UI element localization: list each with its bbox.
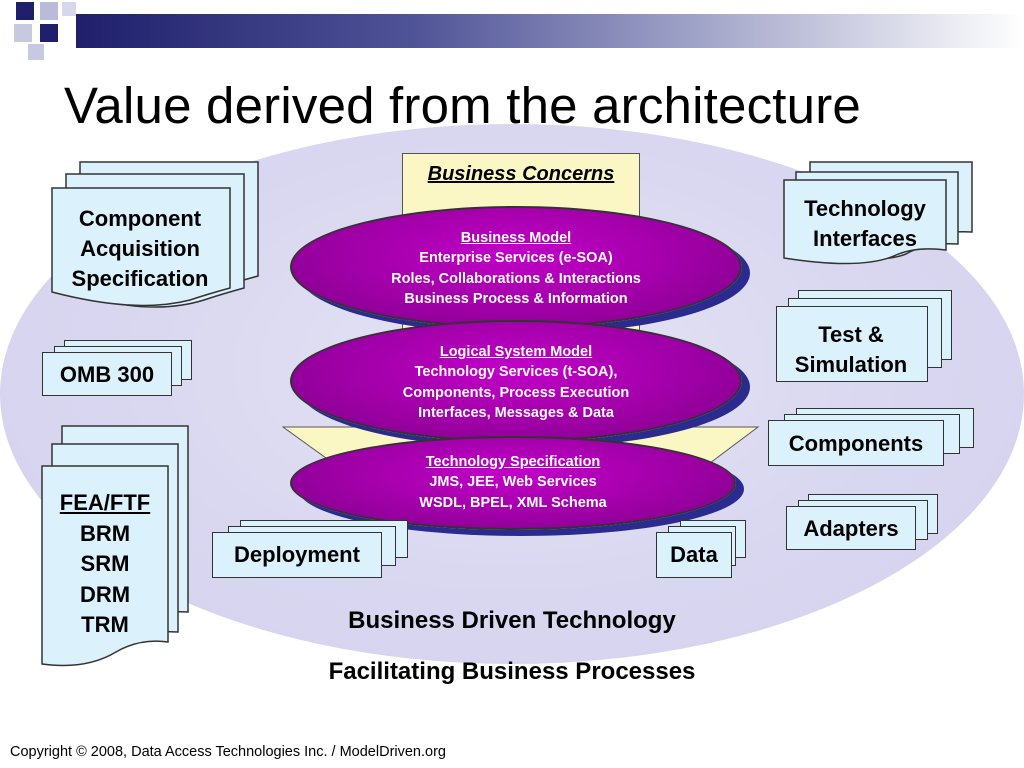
label-line: Acquisition <box>80 236 200 261</box>
label-line: Simulation <box>794 352 908 377</box>
logical-system-model-line: Interfaces, Messages & Data <box>418 405 614 421</box>
technology-interfaces-label: Technology Interfaces <box>784 194 946 254</box>
business-model-line: Roles, Collaborations & Interactions <box>391 270 641 287</box>
fea-item: TRM <box>81 612 129 637</box>
copyright-footer: Copyright © 2008, Data Access Technologi… <box>10 744 446 760</box>
technology-specification-line: JMS, JEE, Web Services <box>429 474 597 490</box>
deployment-doc-front <box>212 532 382 578</box>
label-line: Interfaces <box>813 226 917 251</box>
data-doc-front <box>656 532 732 578</box>
header-square-light <box>14 24 32 42</box>
header-square-light <box>28 44 44 60</box>
label-line: Component <box>78 206 202 231</box>
label-line: Test & <box>818 322 884 347</box>
fea-doc-stack <box>41 425 189 667</box>
caption-business-driven-technology: Business Driven Technology <box>348 607 676 634</box>
label-line: Specification <box>71 266 209 291</box>
logical-system-model-oval: Logical System Model Technology Services… <box>290 320 742 442</box>
logical-system-model-heading: Logical System Model <box>439 344 593 360</box>
fea-item: BRM <box>79 520 131 546</box>
business-model-heading: Business Model <box>460 230 572 246</box>
component-acquisition-doc-stack <box>51 161 259 308</box>
header-square-light <box>62 2 76 16</box>
business-concerns-title: Business Concerns <box>427 163 615 185</box>
adapters-doc-front <box>786 506 916 550</box>
header-square-light <box>40 2 58 20</box>
technology-interfaces-doc-stack <box>783 161 973 265</box>
label-line: Technology <box>804 196 926 221</box>
technology-specification-oval: Technology Specification JMS, JEE, Web S… <box>290 436 736 530</box>
components-doc-front <box>768 420 944 466</box>
business-model-line: Enterprise Services (e-SOA) <box>419 250 613 266</box>
business-model-oval: Business Model Enterprise Services (e-SO… <box>290 206 742 328</box>
deployment-label: Deployment <box>234 542 360 567</box>
business-model-line: Business Process & Information <box>404 291 628 307</box>
fea-label: FEA/FTF BRM SRM DRM TRM <box>42 488 168 641</box>
fea-item: SRM <box>80 551 130 576</box>
test-doc-front <box>776 306 928 382</box>
fea-heading: FEA/FTF <box>59 490 151 515</box>
technology-specification-heading: Technology Specification <box>425 454 601 470</box>
omb-label: OMB 300 <box>59 362 155 387</box>
test-simulation-label: Test & Simulation <box>776 320 926 380</box>
adapters-label: Adapters <box>803 516 899 541</box>
omb-doc-front <box>42 352 172 396</box>
logical-system-model-line: Technology Services (t-SOA), <box>414 364 618 380</box>
component-acquisition-label: Component Acquisition Specification <box>52 204 228 294</box>
header-square-dark <box>40 24 58 42</box>
logical-system-model-line: Components, Process Execution <box>402 384 630 401</box>
data-label: Data <box>670 542 718 567</box>
fea-item: DRM <box>79 581 131 607</box>
caption-facilitating-business-processes: Facilitating Business Processes <box>328 658 696 685</box>
components-label: Components <box>788 431 924 456</box>
technology-specification-line: WSDL, BPEL, XML Schema <box>419 494 607 511</box>
header-square-dark <box>16 2 34 20</box>
header-gradient-bar <box>76 14 1024 48</box>
